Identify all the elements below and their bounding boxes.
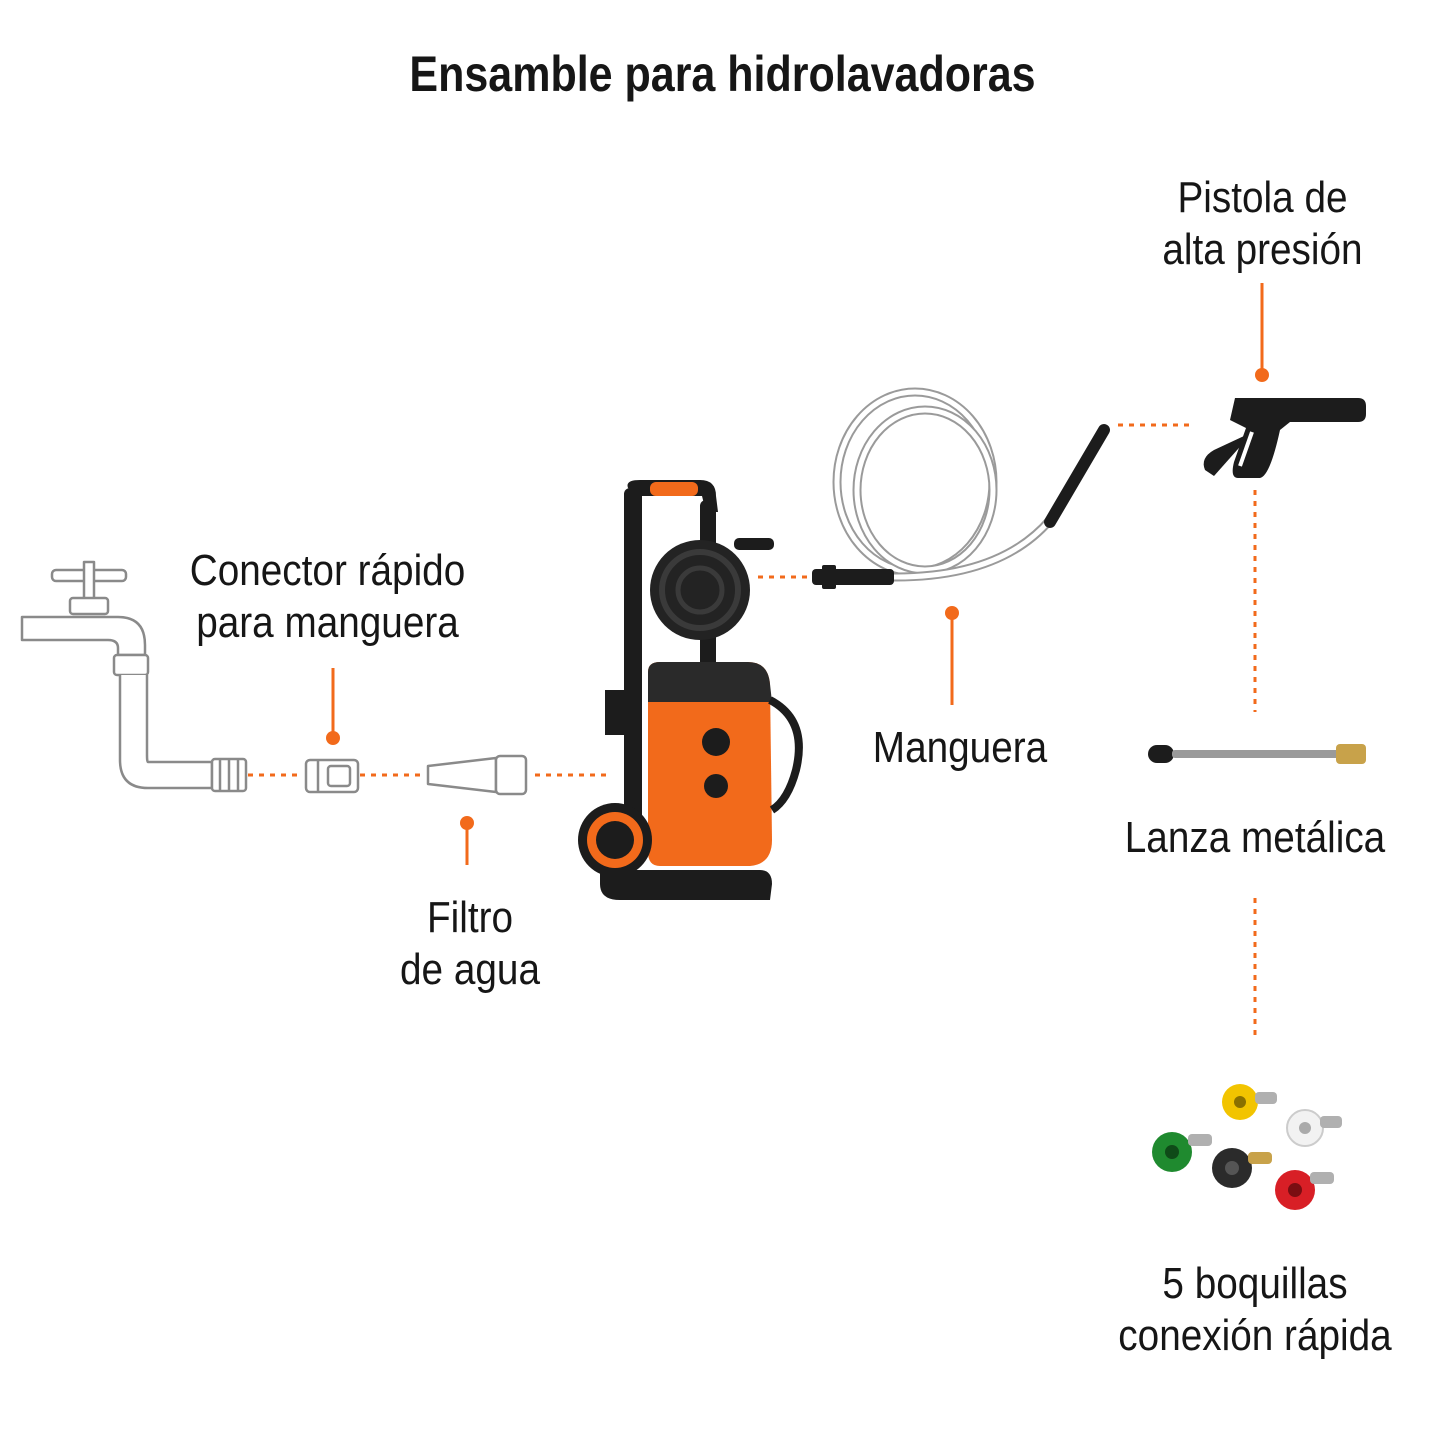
quick-connector-icon (304, 758, 360, 794)
pressure-washer-icon (578, 480, 803, 900)
nozzle-green (1152, 1132, 1212, 1172)
label-conector-line2: para manguera (196, 597, 459, 647)
nozzle-red (1275, 1170, 1334, 1210)
hose-icon (812, 387, 1110, 589)
label-manguera: Manguera (872, 723, 1048, 772)
nozzle-black (1212, 1148, 1272, 1188)
label-pistola-line1: Pistola de (1177, 173, 1348, 222)
pointer-conector (326, 668, 340, 745)
spray-gun-icon (1203, 398, 1366, 478)
nozzle-yellow (1222, 1084, 1277, 1120)
pointer-pistola (1255, 283, 1269, 382)
pointer-filtro (460, 816, 474, 865)
diagram-title: Ensamble para hidrolavadoras (409, 46, 1036, 102)
faucet-icon (20, 560, 248, 793)
pointer-manguera (945, 606, 959, 705)
label-conector-line1: Conector rápido (189, 546, 466, 595)
label-boquillas: 5 boquillas conexión rápida (1105, 1258, 1404, 1362)
label-pistola: Pistola de alta presión (1146, 172, 1379, 276)
label-lanza: Lanza metálica (1124, 813, 1386, 862)
label-boquillas-line1: 5 boquillas (1162, 1259, 1348, 1308)
label-filtro: Filtro de agua (378, 892, 563, 996)
label-pistola-line2: alta presión (1162, 224, 1363, 274)
water-filter-icon (426, 754, 528, 796)
nozzle-set-icon (1152, 1084, 1342, 1210)
label-filtro-line1: Filtro (426, 893, 514, 942)
dotted-connectors (248, 423, 1257, 1035)
nozzle-white (1286, 1109, 1342, 1147)
label-filtro-line2: de agua (400, 944, 540, 994)
label-conector: Conector rápido para manguera (171, 545, 483, 649)
label-boquillas-line2: conexión rápida (1118, 1310, 1392, 1360)
metal-lance-icon (1148, 744, 1366, 764)
